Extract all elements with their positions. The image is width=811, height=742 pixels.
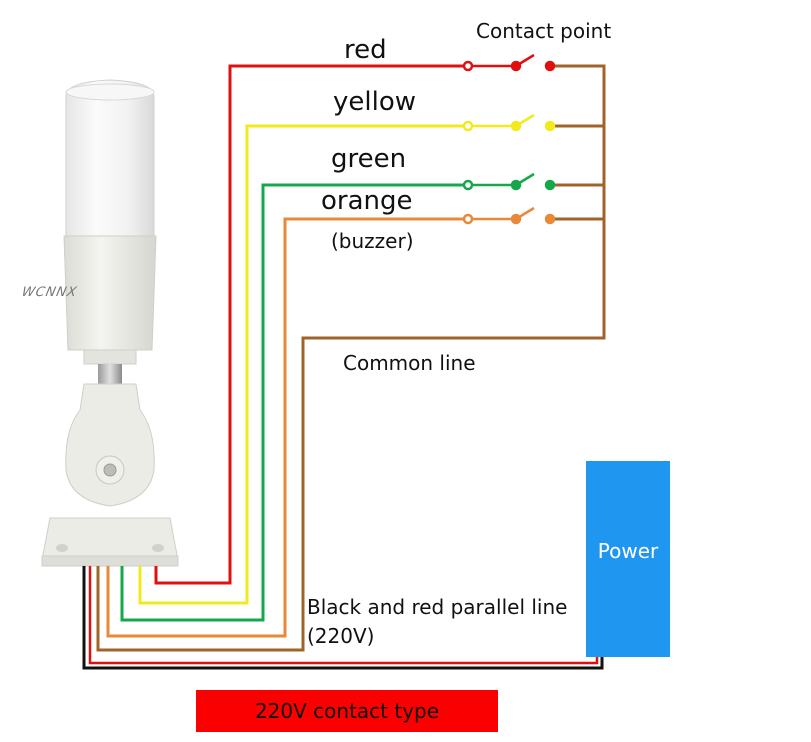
common-line-label: Common line [343, 351, 476, 375]
red-label: red [344, 35, 387, 65]
power-label: Power [597, 539, 659, 563]
wire-common [96, 64, 606, 652]
parallel-voltage-label: (220V) [307, 624, 375, 648]
yellow-label: yellow [333, 87, 417, 117]
contact-green [462, 172, 556, 191]
green-label: green [331, 144, 407, 174]
contact-orange [462, 206, 556, 225]
wire-power-black [82, 566, 604, 670]
power-supply-box: Power [586, 461, 670, 657]
orange-label: orange [321, 186, 413, 216]
tower-light: WCNNX [20, 79, 179, 567]
switch-contacts [462, 53, 556, 225]
contact-type-banner: 220V contact type [196, 690, 498, 732]
wires [82, 64, 606, 670]
brand-logo: WCNNX [20, 285, 78, 300]
buzzer-label: (buzzer) [331, 229, 414, 253]
contact-yellow [462, 113, 556, 132]
wire-power-red [88, 566, 599, 665]
wire-orange [106, 217, 468, 638]
parallel-line-label: Black and red parallel line [307, 595, 568, 619]
contact-red [462, 53, 556, 72]
wire-yellow [138, 124, 468, 605]
wire-green [120, 183, 468, 622]
wire-red [154, 64, 468, 585]
contact-point-label: Contact point [476, 19, 612, 43]
contact-type-label: 220V contact type [254, 699, 440, 723]
